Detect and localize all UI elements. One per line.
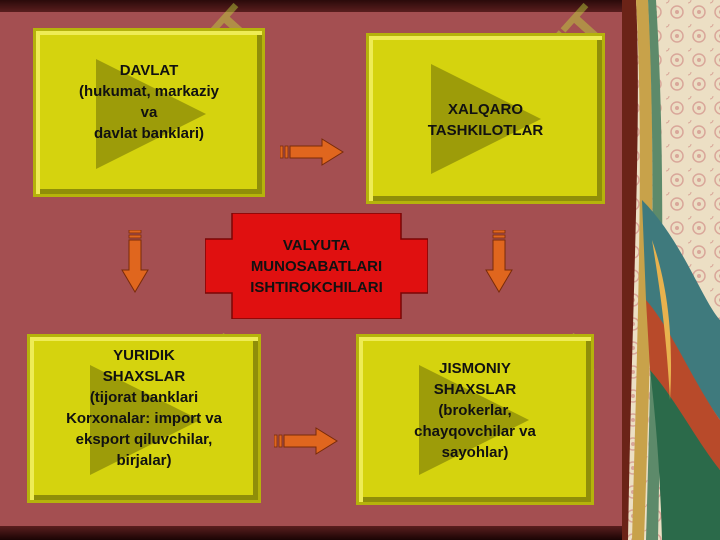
arrow-down xyxy=(485,230,513,293)
play-icon xyxy=(431,64,541,174)
node-davlat: DAVLAT (hukumat, markaziy va davlat bank… xyxy=(33,28,265,197)
node-xalqaro-label: XALQARO TASHKILOTLAR xyxy=(427,101,544,139)
node-davlat-label: DAVLAT (hukumat, markaziy va davlat bank… xyxy=(78,62,220,142)
node-center: VALYUTA MUNOSABATLARI ISHTIROKCHILARI xyxy=(205,213,428,319)
arrow-right xyxy=(274,427,338,455)
node-yuridik: YURIDIK SHAXSLAR (tijorat banklari Korxo… xyxy=(27,334,261,503)
top-border xyxy=(0,0,622,12)
node-xalqaro: XALQARO TASHKILOTLAR xyxy=(366,33,605,204)
arrow-down xyxy=(121,230,149,293)
node-yuridik-label: YURIDIK SHAXSLAR (tijorat banklari Korxo… xyxy=(66,347,222,469)
node-jismoniy-label: JISMONIY SHAXSLAR (brokerlar, chayqovchi… xyxy=(414,360,536,461)
decorative-side-panel xyxy=(622,0,720,540)
center-shape xyxy=(205,213,428,319)
arrow-right xyxy=(280,138,344,166)
play-icon xyxy=(96,59,206,169)
play-icon xyxy=(419,365,529,475)
node-center-label: VALYUTA MUNOSABATLARI ISHTIROKCHILARI xyxy=(250,237,383,296)
bottom-border xyxy=(0,526,622,540)
side-panel-art xyxy=(622,0,720,540)
play-icon xyxy=(90,365,200,475)
node-jismoniy: JISMONIY SHAXSLAR (brokerlar, chayqovchi… xyxy=(356,334,594,505)
